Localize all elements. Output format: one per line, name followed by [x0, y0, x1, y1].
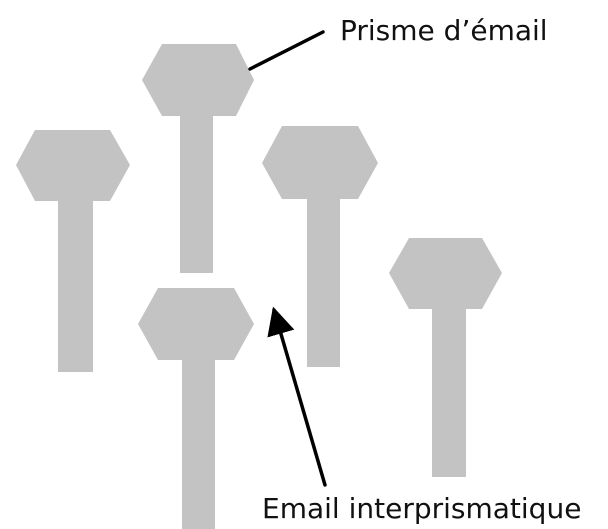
prism-head	[262, 126, 378, 199]
prism-rod	[180, 112, 213, 273]
interprismatic-label: Email interprismatique	[262, 492, 581, 525]
prism-rod	[58, 198, 93, 372]
prism-head	[389, 238, 502, 309]
enamel-prism	[16, 130, 130, 372]
prism-label: Prisme d’émail	[340, 14, 548, 47]
prism-rod	[307, 195, 340, 367]
prism-head	[16, 130, 130, 201]
prism-leader-line	[248, 30, 325, 71]
prism-head	[138, 288, 254, 360]
prism-head	[142, 44, 254, 116]
interprismatic-arrow	[267, 306, 327, 487]
enamel-prism	[142, 44, 254, 273]
enamel-prism	[389, 238, 502, 477]
enamel-prism	[262, 126, 378, 367]
prism-rod	[182, 356, 215, 529]
enamel-prism	[138, 288, 254, 529]
prism-rod	[432, 305, 466, 477]
